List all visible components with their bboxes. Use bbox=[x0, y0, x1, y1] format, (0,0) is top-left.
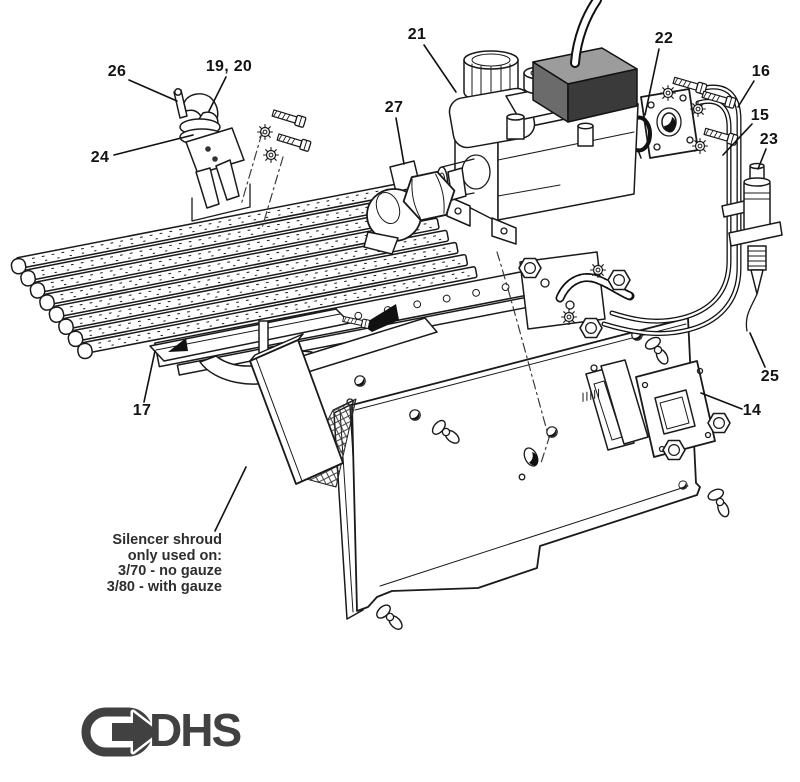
wing-nut bbox=[372, 600, 406, 635]
panel-hole bbox=[409, 409, 421, 421]
valve-bosses bbox=[506, 113, 594, 147]
leader-14 bbox=[700, 392, 743, 410]
star-washer bbox=[256, 123, 274, 141]
part-label-15: 15 bbox=[750, 107, 770, 124]
hex-bolt bbox=[579, 317, 603, 339]
screw bbox=[275, 131, 312, 153]
gas-tubes bbox=[601, 84, 742, 337]
star-washer bbox=[262, 146, 280, 164]
hex-bolt bbox=[607, 269, 631, 291]
part-label-23: 23 bbox=[759, 131, 779, 148]
wing-nut bbox=[700, 483, 738, 521]
hex-bolt bbox=[707, 412, 731, 434]
leader-note bbox=[214, 466, 247, 532]
part-label-24: 24 bbox=[90, 149, 110, 166]
leader-22 bbox=[644, 48, 660, 116]
star-washer bbox=[589, 261, 607, 279]
leader-27 bbox=[395, 117, 405, 165]
star-washer bbox=[560, 308, 578, 326]
note-line: Silencer shroud bbox=[112, 532, 222, 548]
panel-hole bbox=[678, 480, 688, 490]
part-label-14: 14 bbox=[742, 402, 762, 419]
gas-valve bbox=[435, 0, 639, 245]
dhs-logo-text: DHS bbox=[149, 704, 242, 756]
injector-elbow bbox=[363, 160, 467, 255]
silencer-shroud bbox=[249, 333, 344, 485]
silencer-note: Silencer shroud only used on: 3/70 - no … bbox=[70, 532, 222, 595]
leader-23 bbox=[757, 148, 767, 170]
note-line: 3/70 - no gauze bbox=[118, 563, 222, 579]
burner-bar-pack bbox=[10, 181, 543, 376]
alignment-lines bbox=[240, 132, 550, 464]
part-label-19-20: 19, 20 bbox=[205, 58, 253, 75]
note-line: only used on: bbox=[127, 547, 222, 564]
solenoid bbox=[532, 47, 638, 123]
leader-lines bbox=[113, 44, 767, 532]
dhs-logo-mark bbox=[81, 707, 162, 757]
leader-21 bbox=[423, 44, 457, 93]
burner-bar bbox=[10, 181, 412, 275]
screw bbox=[270, 107, 307, 129]
leader-24 bbox=[113, 134, 194, 156]
part-label-27: 27 bbox=[384, 99, 404, 116]
star-washer bbox=[659, 84, 677, 102]
spark-electrode bbox=[721, 162, 783, 332]
part-label-17: 17 bbox=[132, 402, 152, 419]
sight-glass-assembly bbox=[582, 359, 731, 461]
part-label-26: 26 bbox=[107, 63, 127, 80]
note-line: 3/80 - with gauze bbox=[106, 578, 222, 595]
part-label-21: 21 bbox=[407, 26, 427, 43]
part-label-25: 25 bbox=[760, 368, 780, 385]
spring bbox=[582, 388, 600, 402]
part-label-16: 16 bbox=[751, 63, 771, 80]
star-washer bbox=[691, 137, 709, 155]
leader-25 bbox=[749, 332, 766, 368]
leader-16 bbox=[737, 80, 755, 108]
leader-19-20 bbox=[208, 76, 227, 112]
panel-hole bbox=[354, 375, 366, 387]
hex-bolt bbox=[662, 439, 686, 461]
combustion-panel bbox=[282, 304, 738, 635]
screw bbox=[702, 125, 739, 147]
electrode-lead bbox=[745, 293, 758, 332]
leader-26 bbox=[128, 79, 178, 102]
pilot-assembly bbox=[173, 88, 312, 222]
leader-15 bbox=[722, 123, 753, 156]
star-washer bbox=[689, 100, 707, 118]
part-label-22: 22 bbox=[654, 30, 674, 47]
leader-17 bbox=[143, 350, 156, 403]
hex-bolt bbox=[518, 257, 542, 279]
pipe-bracket bbox=[518, 251, 635, 339]
